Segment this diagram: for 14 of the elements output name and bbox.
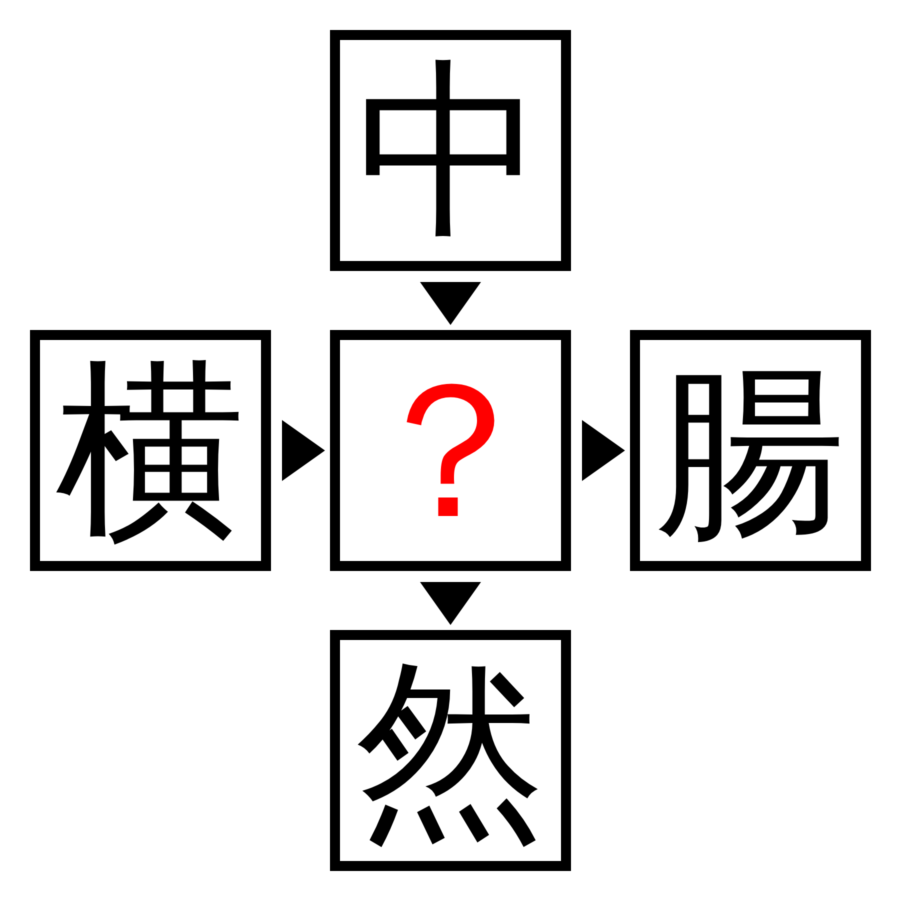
character-box [630,330,871,571]
question-mark: ？ [356,356,546,546]
arrow [420,582,481,625]
arrow [420,282,481,325]
character-box [330,630,571,871]
character-box [30,330,271,571]
character-box [330,330,571,571]
kanji-character: 横 [56,356,246,546]
character-box [330,30,571,271]
kanji-character: 中 [356,56,546,246]
arrow [582,420,625,481]
kanji-character: 然 [356,656,546,846]
arrow [282,420,325,481]
kanji-character: 腸 [656,356,846,546]
